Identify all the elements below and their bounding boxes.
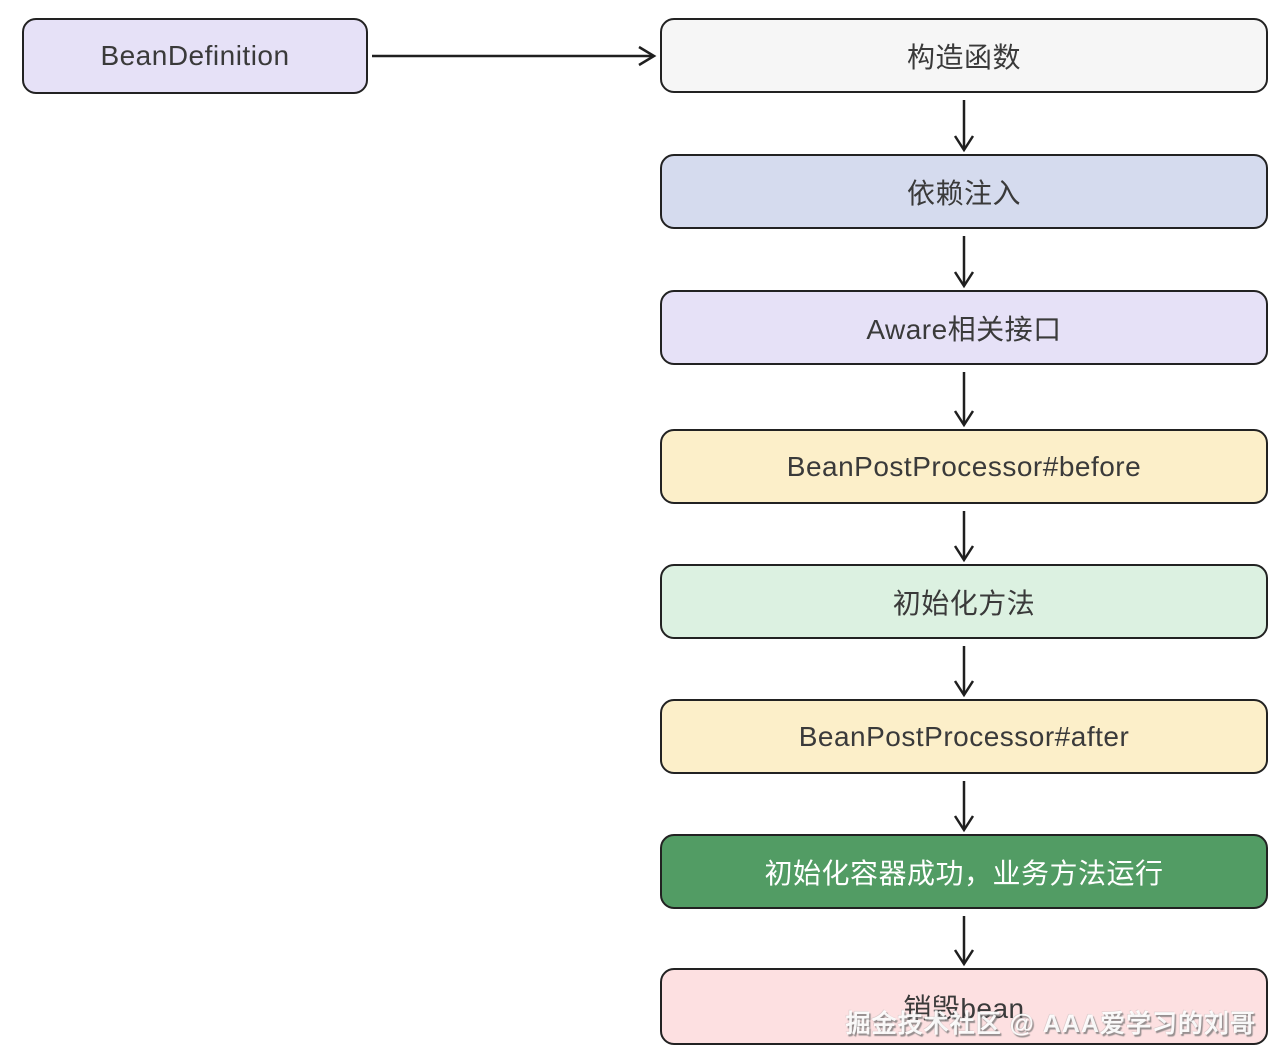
flow-node-label: BeanDefinition (100, 40, 290, 71)
flow-node-container-ready: 初始化容器成功，业务方法运行 (660, 834, 1268, 909)
flow-node-beandefinition: BeanDefinition (22, 18, 368, 94)
flow-node-dependency-injection: 依赖注入 (660, 154, 1268, 229)
flow-node-label: BeanPostProcessor#after (798, 720, 1130, 752)
flow-node-label: Aware相关接口 (866, 313, 1062, 345)
flow-node-destroy-bean: 销毁bean (660, 968, 1268, 1045)
arrow-constructor-to-dependency-injection (953, 100, 975, 153)
flow-node-beanpostprocessor-after: BeanPostProcessor#after (660, 699, 1268, 774)
arrow-container-ready-to-destroy (953, 916, 975, 967)
arrow-bpp-before-to-init (953, 511, 975, 563)
arrow-bpp-after-to-container-ready (953, 781, 975, 833)
arrow-init-to-bpp-after (953, 646, 975, 698)
flow-node-label: 初始化容器成功，业务方法运行 (764, 857, 1164, 889)
flow-node-aware-interfaces: Aware相关接口 (660, 290, 1268, 365)
flow-node-label: BeanPostProcessor#before (786, 450, 1142, 482)
flow-node-label: 构造函数 (906, 41, 1021, 73)
arrow-dependency-injection-to-aware (953, 236, 975, 289)
arrow-beandefinition-to-constructor (372, 45, 657, 67)
flow-node-label: 初始化方法 (892, 587, 1036, 619)
flow-node-constructor: 构造函数 (660, 18, 1268, 93)
flow-node-init-method: 初始化方法 (660, 564, 1268, 639)
flow-node-label: 销毁bean (903, 992, 1025, 1024)
watermark-text: 掘金技术社区 @ AAA爱学习的刘哥 (845, 1010, 1256, 1038)
flow-node-label: 依赖注入 (906, 177, 1021, 209)
arrow-aware-to-bpp-before (953, 372, 975, 428)
flow-node-beanpostprocessor-before: BeanPostProcessor#before (660, 429, 1268, 504)
